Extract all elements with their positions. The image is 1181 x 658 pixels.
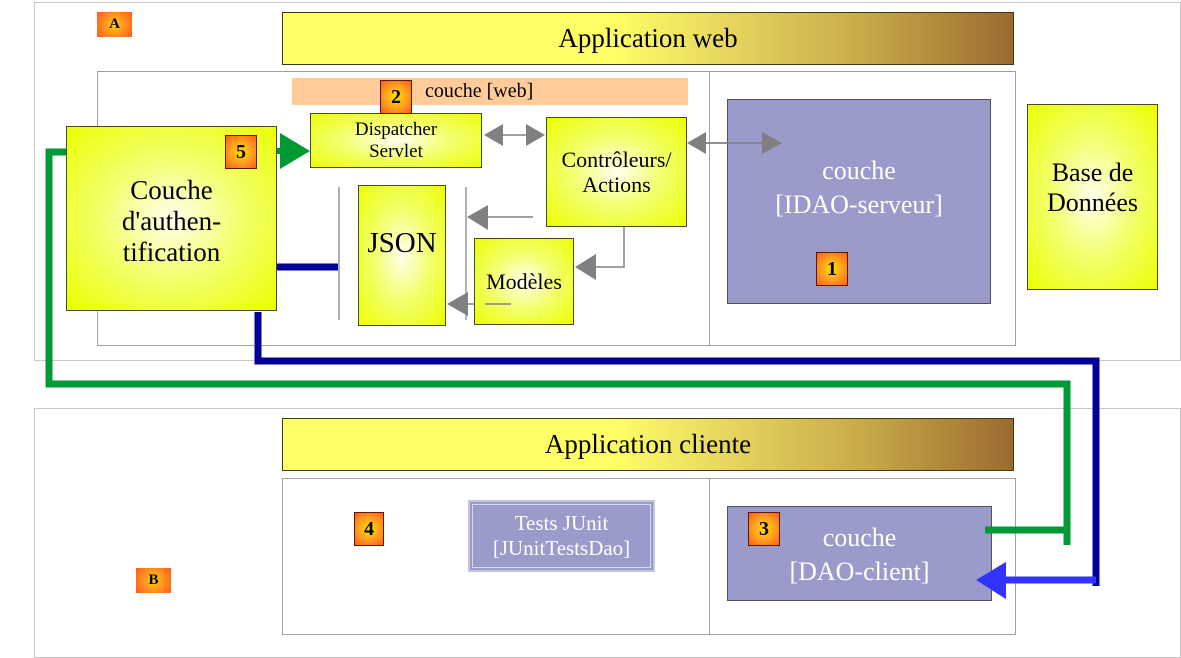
server-title-bar: Application web [282,12,1014,65]
green-arrowhead [280,133,310,169]
client-title-bar: Application cliente [282,418,1014,471]
controllers-actions-label: Contrôleurs/ Actions [561,146,672,197]
database-box[interactable]: Base de Données [1027,104,1158,290]
models-label: Modèles [486,268,562,294]
idao-server-badge: 1 [816,252,848,286]
controllers-to-json-arrow [467,205,488,230]
dispatcher-servlet-box[interactable]: Dispatcher Servlet [310,113,482,168]
tests-badge: 4 [354,512,384,546]
client-frame-divider [709,478,710,635]
auth-layer-label: Couche d'authen- tification [121,174,222,268]
json-label: JSON [367,226,437,259]
idao-server-label: couche [IDAO-serveur] [775,155,943,219]
gray-arrow-left [484,124,503,146]
web-layer-label: couche [web] [425,80,534,102]
green-link [45,148,1071,545]
controllers-actions-box[interactable]: Contrôleurs/ Actions [546,117,687,227]
blue-link-main [254,312,1100,586]
models-to-json-arrow [447,292,468,316]
web-layer-badge-overlay: 2 [380,80,412,114]
dispatcher-servlet-label: Dispatcher Servlet [354,118,438,162]
dao-client-label: couche [DAO-client] [789,522,930,586]
section-a-badge: A [97,12,132,37]
dao-client-badge: 3 [748,512,780,546]
server-frame-divider [709,71,710,346]
gray-arrow-right [526,124,545,146]
section-b-badge: B [136,568,171,593]
json-box[interactable]: JSON [358,185,446,326]
junit-tests-box[interactable]: Tests JUnit [JUnitTestsDao] [468,500,655,572]
idao-server-box[interactable]: couche [IDAO-serveur] [727,99,991,304]
auth-layer-badge: 5 [225,135,257,169]
database-label: Base de Données [1047,158,1138,217]
junit-tests-label: Tests JUnit [JUnitTestsDao] [492,510,631,560]
web-layer-band [292,78,688,105]
controllers-to-models-arrow [575,254,596,280]
models-box[interactable]: Modèles [474,238,574,325]
